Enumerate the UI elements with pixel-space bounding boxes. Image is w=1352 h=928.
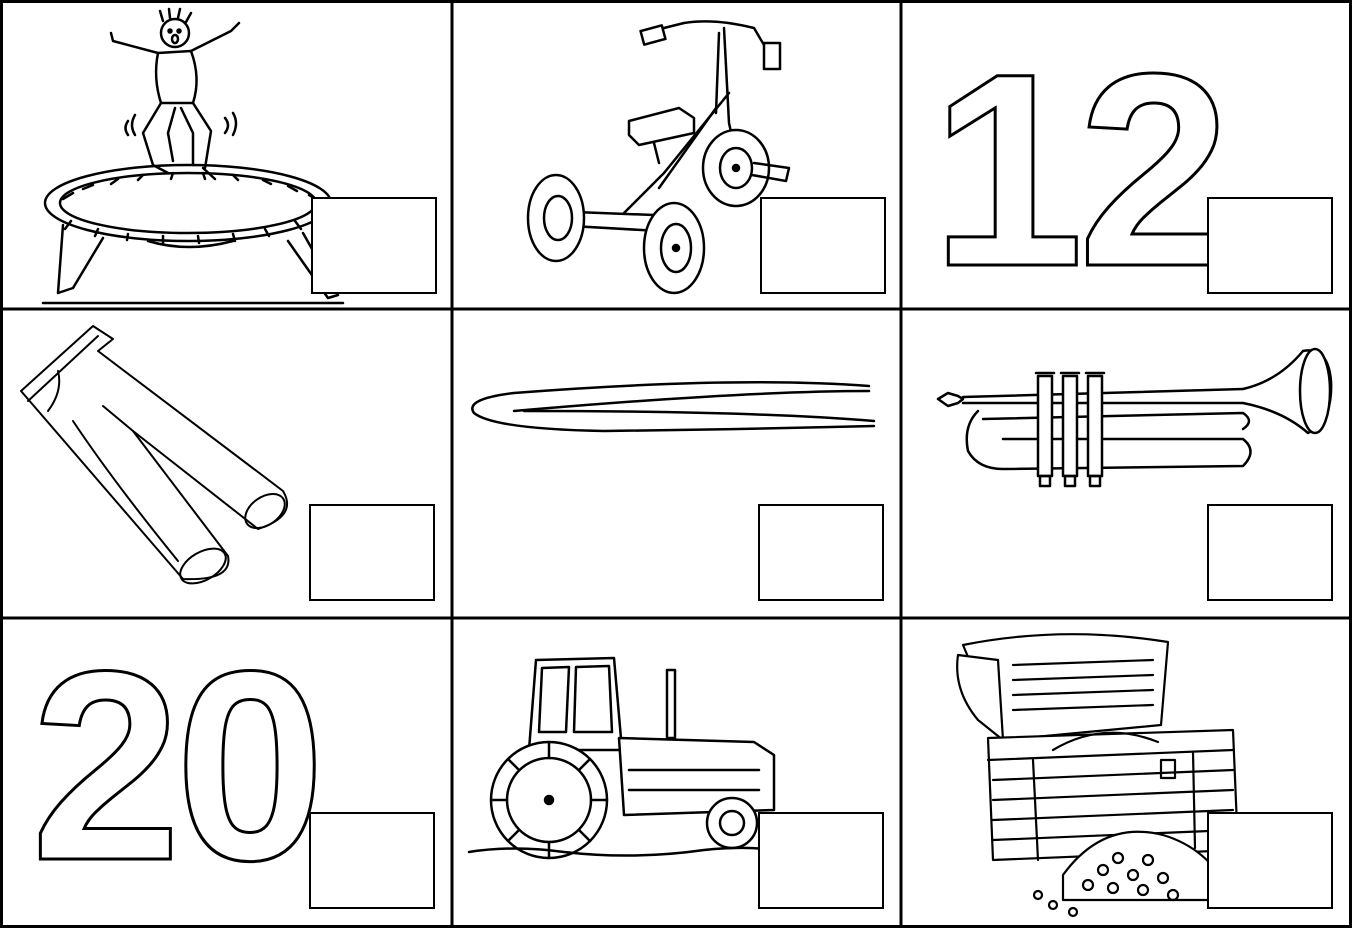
answer-box[interactable] xyxy=(1207,197,1333,294)
answer-box[interactable] xyxy=(1207,504,1333,601)
cell-trumpet xyxy=(903,311,1349,617)
answer-box[interactable] xyxy=(758,812,884,909)
cell-trampoline xyxy=(3,3,451,308)
numeral-20: 20 xyxy=(29,620,326,917)
numeral-12: 12 xyxy=(930,17,1233,309)
cell-number-12: 12 xyxy=(903,3,1349,308)
answer-box[interactable] xyxy=(309,504,435,601)
cell-trousers xyxy=(3,311,451,617)
answer-box[interactable] xyxy=(758,504,884,601)
answer-box[interactable] xyxy=(1207,812,1333,909)
trousers-icon xyxy=(20,325,289,585)
cell-tractor xyxy=(454,620,900,925)
cell-tweezers xyxy=(454,311,900,617)
cell-tricycle xyxy=(454,3,900,308)
answer-box[interactable] xyxy=(311,197,437,294)
tweezers-icon xyxy=(471,381,876,433)
answer-box[interactable] xyxy=(760,197,886,294)
cell-number-20: 20 xyxy=(3,620,451,925)
trampoline-icon xyxy=(41,7,345,305)
cell-treasure-chest xyxy=(903,620,1349,925)
trumpet-icon xyxy=(936,347,1333,488)
answer-box[interactable] xyxy=(309,812,435,909)
treasure-chest-icon xyxy=(956,633,1240,918)
tractor-icon xyxy=(467,656,786,860)
tricycle-icon xyxy=(526,20,791,295)
